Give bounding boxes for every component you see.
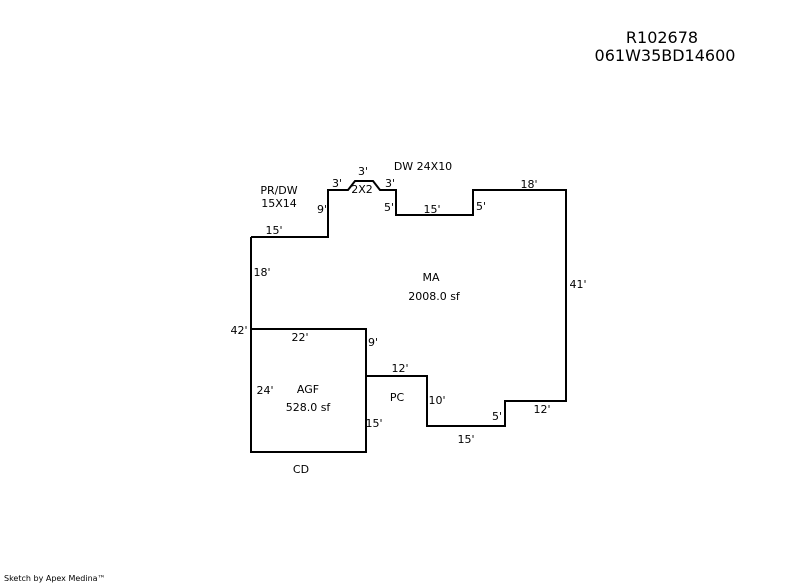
dim-left-upper: 18' bbox=[253, 266, 270, 279]
area-bump-size: 2X2 bbox=[351, 183, 373, 196]
dim-right: 41' bbox=[569, 278, 586, 291]
dim-garage-left: 24' bbox=[256, 384, 273, 397]
dim-garage-right-lower: 15' bbox=[365, 417, 382, 430]
record-id: R102678 bbox=[625, 28, 699, 47]
dim-garage-top: 22' bbox=[291, 331, 308, 344]
dim-porch-right: 10' bbox=[428, 394, 445, 407]
dim-bump-left: 3' bbox=[332, 177, 342, 190]
area-garage-size: 528.0 sf bbox=[286, 401, 332, 414]
main-outline bbox=[251, 180, 567, 427]
dim-left-total: 42' bbox=[230, 324, 247, 337]
area-pr-dw-size: 15X14 bbox=[261, 197, 297, 210]
dim-step-up: 9' bbox=[317, 203, 327, 216]
dim-recess-left: 5' bbox=[384, 201, 394, 214]
area-main-code: MA bbox=[422, 271, 439, 284]
area-deck-code: CD bbox=[293, 463, 309, 476]
area-pr-dw-code: PR/DW bbox=[260, 184, 297, 197]
dim-top-left: 15' bbox=[265, 224, 282, 237]
dim-bump-right: 3' bbox=[385, 177, 395, 190]
dim-lower-step: 5' bbox=[492, 410, 502, 423]
parcel-id: 061W35BD14600 bbox=[594, 46, 736, 65]
dim-recess-right: 5' bbox=[476, 200, 486, 213]
dim-bottom: 15' bbox=[457, 433, 474, 446]
dim-recess-bottom: 15' bbox=[423, 203, 440, 216]
area-porch-code: PC bbox=[390, 391, 405, 404]
sketch-credit: Sketch by Apex Medina™ bbox=[4, 574, 106, 583]
area-main-size: 2008.0 sf bbox=[408, 290, 461, 303]
dim-top-right: 18' bbox=[520, 178, 537, 191]
area-dw-label: DW 24X10 bbox=[394, 160, 452, 173]
dim-porch-top: 12' bbox=[391, 362, 408, 375]
dim-bump-top: 3' bbox=[358, 165, 368, 178]
dim-garage-right-upper: 9' bbox=[368, 336, 378, 349]
garage-outline bbox=[250, 237, 367, 453]
dim-lower-right: 12' bbox=[533, 403, 550, 416]
area-garage-code: AGF bbox=[297, 383, 319, 396]
